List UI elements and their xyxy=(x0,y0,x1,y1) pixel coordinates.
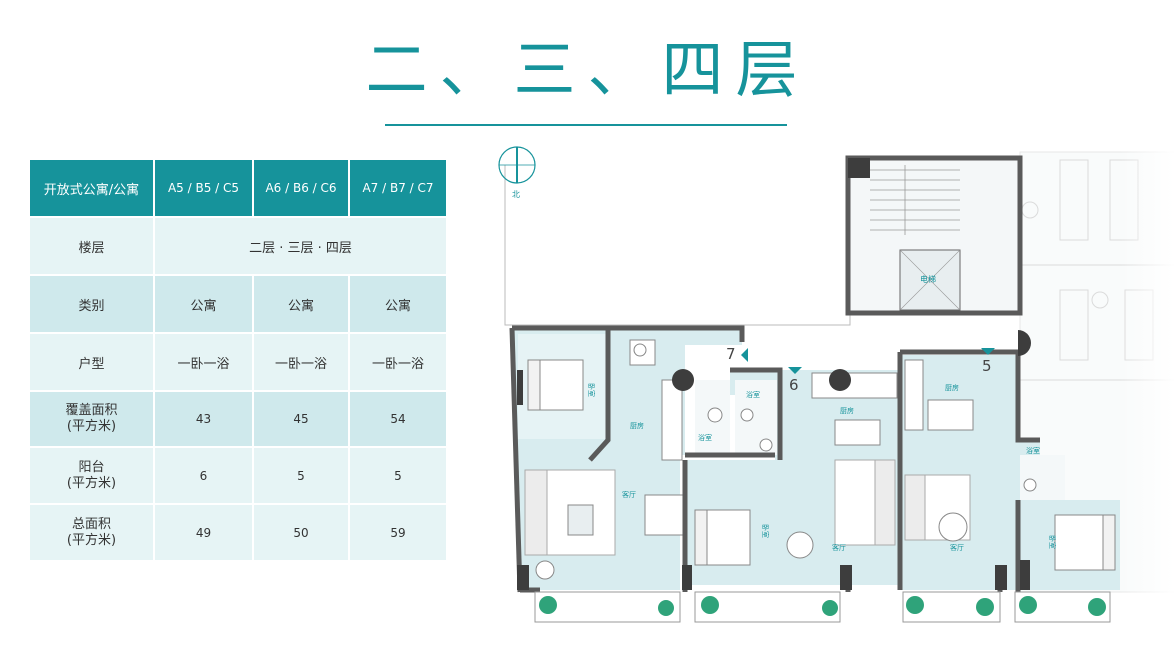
bedroom-label: 卧室 xyxy=(1048,535,1057,549)
unit-6: 浴室 卧室 厨房 客厅 xyxy=(685,370,900,585)
unit-number-7: 7 xyxy=(726,345,736,363)
balcony-value: 6 xyxy=(155,448,252,503)
kitchen-label: 厨房 xyxy=(630,421,644,430)
living-label: 客厅 xyxy=(832,543,846,552)
balcony-value: 5 xyxy=(254,448,348,503)
unit-spec-table: 开放式公寓/公寓 A5 / B5 / C5 A6 / B6 / C6 A7 / … xyxy=(28,158,448,562)
column xyxy=(1018,330,1031,356)
floor-plan: 北 电梯 卧室 厨房 客厅 浴室 xyxy=(498,146,1175,623)
unit-marker-6: 6 xyxy=(788,367,802,394)
page-title: 二、三、四层 xyxy=(365,33,810,106)
kitchen-label: 厨房 xyxy=(945,383,959,392)
header-units-7: A7 / B7 / C7 xyxy=(350,160,446,216)
unit-marker-5: 5 xyxy=(981,348,995,375)
cover-area-value: 54 xyxy=(350,392,446,446)
total-area-value: 59 xyxy=(350,505,446,560)
living-label: 客厅 xyxy=(950,543,964,552)
type-label: 类别 xyxy=(30,276,153,332)
plants xyxy=(539,596,1106,616)
north-arrow-icon: 北 xyxy=(498,146,536,199)
total-area-label: 总面积 (平方米) xyxy=(30,505,153,560)
unit-number-5: 5 xyxy=(982,357,992,375)
kitchen-label: 厨房 xyxy=(840,406,854,415)
type-value: 公寓 xyxy=(155,276,252,332)
cover-area-value: 43 xyxy=(155,392,252,446)
title-divider xyxy=(385,124,787,126)
total-area-label-unit: (平方米) xyxy=(66,532,117,548)
cover-area-value: 45 xyxy=(254,392,348,446)
column xyxy=(672,369,694,391)
header-units-6: A6 / B6 / C6 xyxy=(254,160,348,216)
layout-value: 一卧一浴 xyxy=(350,334,446,390)
layout-value: 一卧一浴 xyxy=(155,334,252,390)
type-value: 公寓 xyxy=(254,276,348,332)
floor-label: 楼层 xyxy=(30,218,153,274)
unit-marker-7: 7 xyxy=(726,345,748,363)
total-area-value: 49 xyxy=(155,505,252,560)
header-units-5: A5 / B5 / C5 xyxy=(155,160,252,216)
balcony-label-unit: (平方米) xyxy=(66,475,117,491)
balcony-label-line1: 阳台 xyxy=(78,459,105,475)
elevator-label: 电梯 xyxy=(920,274,936,284)
unit-5: 厨房 客厅 浴室 卧室 xyxy=(900,355,1120,590)
balconies xyxy=(534,591,1111,623)
living-label: 客厅 xyxy=(622,490,636,499)
total-area-label-line1: 总面积 xyxy=(71,516,111,532)
layout-value: 一卧一浴 xyxy=(254,334,348,390)
bedroom-label: 卧室 xyxy=(761,524,770,538)
cover-area-label-unit: (平方米) xyxy=(66,419,117,434)
layout-label: 户型 xyxy=(30,334,153,390)
north-label: 北 xyxy=(512,190,520,199)
cover-area-label: 覆盖面积 (平方米) xyxy=(30,392,153,446)
balcony-value: 5 xyxy=(350,448,446,503)
bath-label: 浴室 xyxy=(698,433,712,442)
bath-label: 浴室 xyxy=(746,390,760,399)
header-unit-type: 开放式公寓/公寓 xyxy=(30,160,153,216)
stair-core: 电梯 xyxy=(845,155,1023,316)
type-value: 公寓 xyxy=(350,276,446,332)
cover-area-label-line1: 覆盖面积 xyxy=(65,403,118,418)
column xyxy=(829,369,851,391)
bedroom-label: 卧室 xyxy=(587,383,596,397)
bath-label: 浴室 xyxy=(1026,446,1040,455)
unit-7: 卧室 厨房 客厅 浴室 xyxy=(512,328,742,590)
total-area-value: 50 xyxy=(254,505,348,560)
balcony-label: 阳台 (平方米) xyxy=(30,448,153,503)
courtyard-outline xyxy=(504,160,851,326)
unit-number-6: 6 xyxy=(789,376,799,394)
floor-value: 二层 · 三层 · 四层 xyxy=(155,218,446,274)
